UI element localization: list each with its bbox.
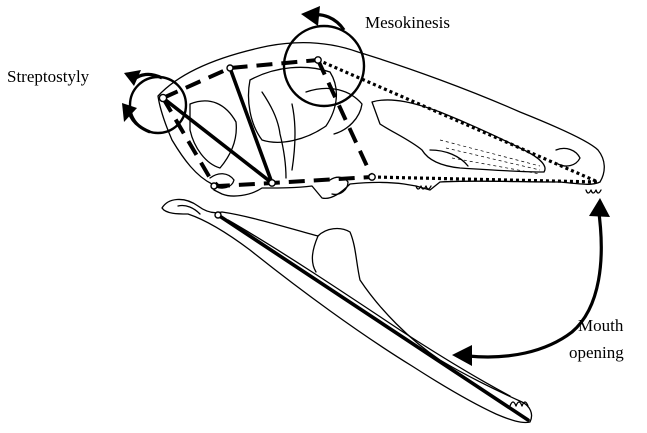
frontal-dashed-link [318, 60, 372, 177]
pterygoid-joint [269, 180, 275, 186]
cranium-outline [158, 43, 604, 199]
mesokinesis-rotation-arrow [284, 6, 364, 106]
streptostyly-label: Streptostyly [7, 67, 90, 86]
mandible-outline [162, 199, 532, 422]
mesokinetic-joint [315, 57, 321, 63]
mouth-opening-label-line2: opening [569, 343, 624, 362]
kinematic-links [159, 57, 598, 420]
jaw-joint [215, 212, 221, 218]
mandible-link [218, 215, 528, 420]
basal-joint [211, 183, 217, 189]
palatine-joint [369, 174, 375, 180]
mesokinesis-label: Mesokinesis [365, 13, 450, 32]
quadrate-joint [159, 94, 166, 101]
epipterygoid-joint [227, 65, 233, 71]
snout-dotted-upper [318, 60, 598, 182]
mouth-opening-label-line1: Mouth [578, 316, 624, 335]
mouth-opening-arrow [452, 198, 610, 366]
